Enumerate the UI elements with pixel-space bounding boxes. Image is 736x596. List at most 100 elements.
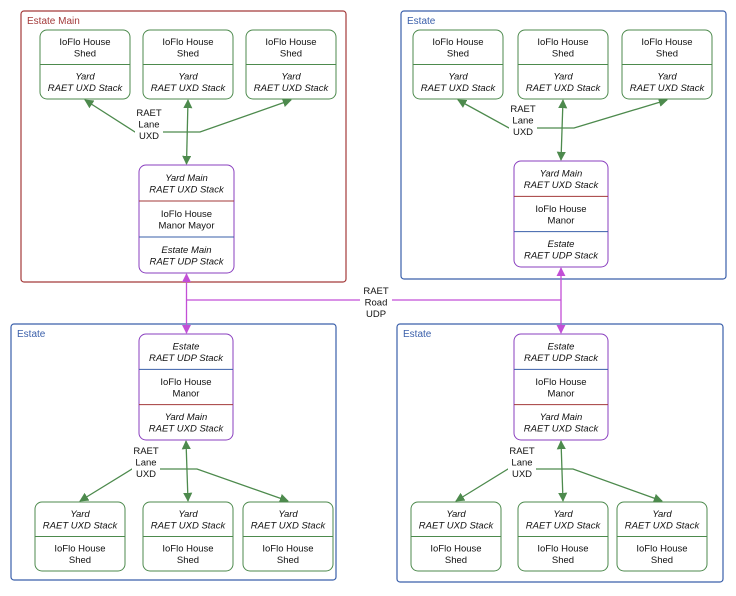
manor-box — [513, 160, 609, 268]
lane-link — [561, 468, 663, 503]
shed-stack-text: Yard — [278, 509, 298, 520]
shed-house-text: IoFlo House — [641, 37, 692, 48]
lane-label-backdrop — [509, 102, 537, 138]
shed-house-text: IoFlo House — [636, 544, 687, 555]
estate-label: Estate Main — [27, 16, 80, 27]
lane-label-line: UXD — [513, 127, 533, 138]
lane-label-line: Lane — [512, 116, 533, 127]
shed-house-text: Shed — [552, 49, 574, 60]
shed-house-text: IoFlo House — [162, 37, 213, 48]
lane-label-line: RAET — [133, 446, 159, 457]
shed-stack-text: Yard — [652, 509, 672, 520]
lane-link — [186, 468, 289, 503]
manor-box — [513, 333, 609, 441]
shed-stack-text: RAET UXD Stack — [43, 521, 119, 532]
manor-row-text: Yard Main — [540, 412, 583, 423]
manor-row-text: RAET UDP Stack — [149, 353, 224, 364]
shed-stack-text: RAET UXD Stack — [419, 521, 495, 532]
shed-stack-text: RAET UXD Stack — [251, 521, 327, 532]
road-label-line: RAET — [363, 286, 389, 297]
manor-row-text: Yard Main — [540, 168, 583, 179]
manor-row-text: IoFlo House — [535, 377, 586, 388]
manor-row-text: IoFlo House — [161, 209, 212, 220]
manor-row-text: RAET UDP Stack — [524, 251, 599, 262]
shed-stack-text: Yard — [178, 509, 198, 520]
lane-link — [561, 98, 668, 129]
shed-house-text: IoFlo House — [54, 544, 105, 555]
shed-stack-text: Yard — [178, 72, 198, 83]
manor-row-text: IoFlo House — [160, 377, 211, 388]
manor-row-text: RAET UDP Stack — [524, 353, 599, 364]
shed-stack-text: Yard — [281, 72, 301, 83]
manor-row-text: Manor — [173, 388, 200, 399]
shed-house-text: IoFlo House — [430, 544, 481, 555]
lane-label-line: RAET — [510, 104, 536, 115]
shed-house-text: IoFlo House — [59, 37, 110, 48]
manor-row-text: Yard Main — [165, 173, 208, 184]
shed-house-text: Shed — [74, 49, 96, 60]
lane-label-line: UXD — [136, 469, 156, 480]
shed-house-text: Shed — [447, 49, 469, 60]
manor-row-text: Manor Mayor — [159, 220, 215, 231]
road-label-line: Road — [365, 298, 388, 309]
lane-label-line: UXD — [139, 131, 159, 142]
shed-stack-text: Yard — [553, 509, 573, 520]
shed-house-text: IoFlo House — [432, 37, 483, 48]
shed-house-text: IoFlo House — [262, 544, 313, 555]
manor-row-text: Estate — [548, 239, 575, 250]
manor-box — [138, 164, 235, 274]
shed-stack-text: Yard — [657, 72, 677, 83]
shed-stack-text: RAET UXD Stack — [151, 521, 227, 532]
manor-row-text: Manor — [548, 215, 575, 226]
manor-row-text: Estate Main — [161, 245, 211, 256]
shed-house-text: Shed — [177, 555, 199, 566]
shed-stack-text: RAET UXD Stack — [625, 521, 701, 532]
lane-label-backdrop — [135, 106, 163, 142]
estate-label: Estate — [403, 329, 432, 340]
lane-link — [556, 99, 568, 161]
shed-stack-text: RAET UXD Stack — [630, 83, 706, 94]
shed-house-text: Shed — [552, 555, 574, 566]
shed-house-text: Shed — [651, 555, 673, 566]
lane-label-line: Lane — [511, 458, 532, 469]
lane-label-line: RAET — [136, 108, 162, 119]
shed-house-text: IoFlo House — [162, 544, 213, 555]
shed-house-text: IoFlo House — [537, 37, 588, 48]
shed-stack-text: RAET UXD Stack — [526, 521, 602, 532]
manor-row-text: Estate — [548, 341, 575, 352]
shed-house-text: Shed — [280, 49, 302, 60]
lane-link — [186, 98, 292, 133]
manor-row-text: RAET UXD Stack — [524, 180, 600, 191]
shed-stack-text: RAET UXD Stack — [151, 83, 227, 94]
lane-link — [181, 440, 193, 502]
manor-row-text: IoFlo House — [535, 204, 586, 215]
shed-house-text: Shed — [69, 555, 91, 566]
manor-box — [138, 333, 234, 441]
lane-label-backdrop — [132, 444, 160, 480]
manor-row-text: RAET UXD Stack — [524, 424, 600, 435]
manor-row-text: RAET UDP Stack — [149, 256, 224, 267]
